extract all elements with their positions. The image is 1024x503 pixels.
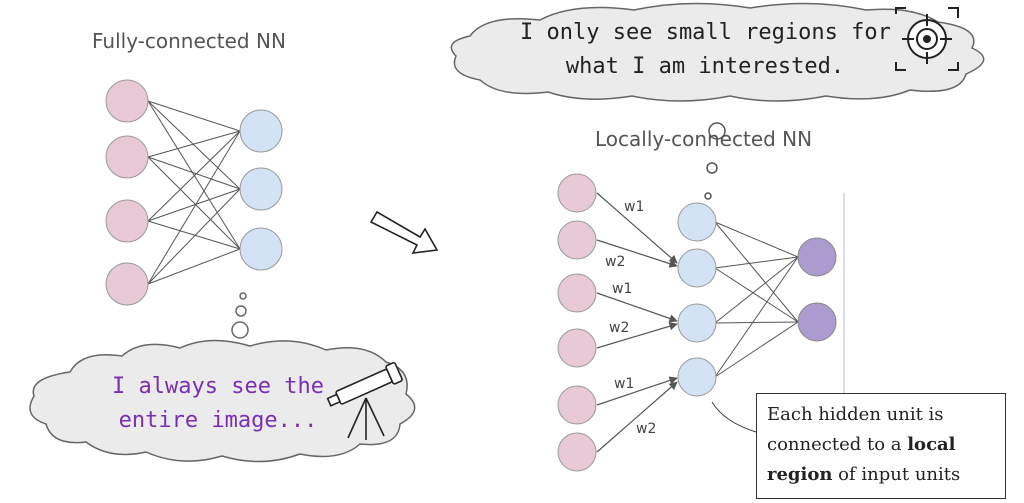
fc-hidden-layer (239, 109, 283, 271)
fc-hidden-node (239, 109, 283, 153)
telescope-icon (326, 361, 403, 440)
lc-output-node (797, 237, 837, 277)
fc-thought-text: I always see the entire image... (100, 370, 336, 438)
note-bold-local: local (907, 434, 956, 455)
arrow-icon (369, 210, 439, 254)
lc-output-node (797, 302, 837, 342)
fc-input-node (105, 135, 149, 179)
lc-hidden-layer (677, 202, 717, 397)
fc-input-node (105, 79, 149, 123)
lc-hidden-node (677, 202, 717, 242)
note-pointer (711, 401, 757, 433)
fc-thought-line1: I always see the (112, 374, 324, 399)
lc-output-layer (797, 237, 837, 342)
lc-hidden-node (677, 248, 717, 288)
lc-thought-line2: what I am interested. (565, 54, 845, 79)
target-crosshair-icon (895, 7, 959, 71)
weight-label: w2 (609, 320, 630, 336)
explanation-note: Each hidden unit is connected to a local… (756, 393, 1006, 499)
lc-thought-text: I only see small regions for what I am i… (520, 16, 891, 84)
lc-input-node (557, 220, 597, 260)
lc-thought-cloud (450, 2, 985, 102)
fc-input-layer (105, 79, 149, 306)
note-text-part1: Each hidden unit is connected to a (767, 404, 944, 455)
lc-input-node (557, 328, 597, 368)
lc-input-node (557, 273, 597, 313)
note-bold-region: region (767, 464, 833, 485)
fc-hidden-node (239, 227, 283, 271)
fc-edges (147, 100, 241, 285)
fc-title: Fully-connected NN (92, 29, 286, 53)
lc-input-hidden-edges (596, 192, 678, 453)
weight-label: w1 (612, 281, 633, 297)
lc-thought-dots (704, 122, 726, 200)
fc-hidden-node (239, 167, 283, 211)
fc-thought-cloud (29, 339, 416, 463)
lc-input-node (557, 385, 597, 425)
fc-input-node (105, 199, 149, 243)
note-text-part2: of input units (832, 464, 961, 485)
weight-label: w1 (624, 199, 645, 215)
lc-title: Locally-connected NN (595, 127, 813, 151)
lc-hidden-output-edges (714, 221, 799, 378)
weight-label: w2 (636, 421, 657, 437)
fc-thought-dots (231, 292, 249, 339)
lc-hidden-node (677, 357, 717, 397)
fc-input-node (105, 262, 149, 306)
lc-hidden-node (677, 303, 717, 343)
weight-label: w1 (614, 376, 635, 392)
lc-input-node (557, 432, 597, 472)
lc-input-layer (557, 173, 597, 472)
fc-thought-line2: entire image... (118, 408, 318, 433)
lc-thought-line1: I only see small regions for (520, 20, 891, 45)
weight-label: w2 (605, 254, 626, 270)
lc-input-node (557, 173, 597, 213)
